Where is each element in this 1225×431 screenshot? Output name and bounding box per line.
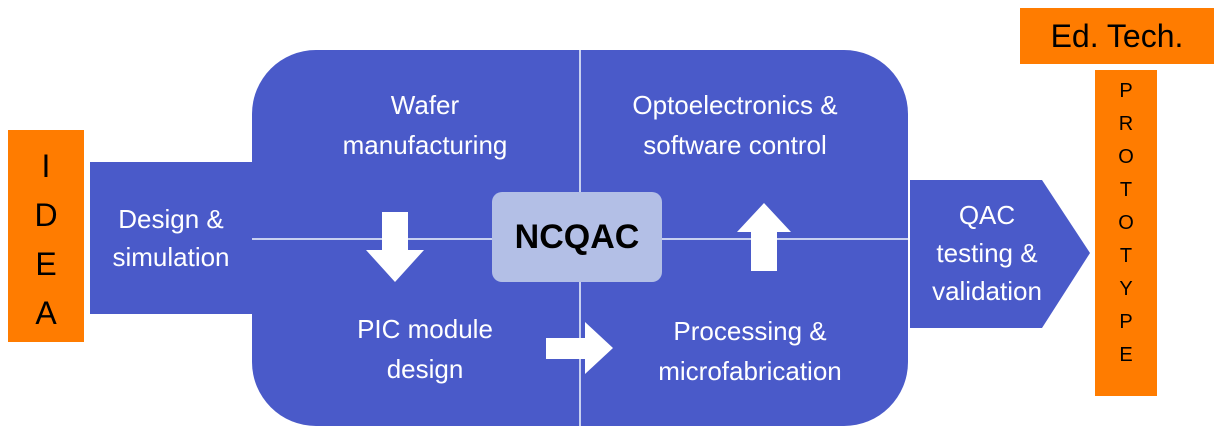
idea-letter: D bbox=[34, 197, 58, 233]
wafer-manufacturing-line-2: manufacturing bbox=[342, 130, 508, 160]
ncqac-box bbox=[492, 192, 662, 282]
optoelectronics-line-2: software control bbox=[643, 130, 827, 160]
ncqac-label: NCQAC bbox=[514, 218, 640, 256]
prototype-letter: Y bbox=[1119, 278, 1133, 300]
idea-letter: I bbox=[41, 148, 51, 184]
ed-tech-label: Ed. Tech. bbox=[1050, 18, 1184, 54]
qac-testing-line-3: validation bbox=[932, 276, 1042, 306]
pic-module-line-1: PIC module bbox=[357, 314, 493, 344]
prototype-letter: O bbox=[1118, 212, 1134, 234]
qac-pentagon bbox=[910, 180, 1090, 328]
prototype-box bbox=[1095, 70, 1157, 396]
idea-box bbox=[8, 130, 84, 342]
design-simulation-line-2: simulation bbox=[112, 242, 230, 272]
prototype-letter: T bbox=[1119, 245, 1133, 267]
prototype-letter: O bbox=[1118, 146, 1134, 168]
pic-module-line-2: design bbox=[386, 354, 464, 384]
processing-line-1: Processing & bbox=[673, 316, 827, 346]
arrow-down-icon bbox=[366, 212, 424, 282]
qac-testing-line-1: QAC bbox=[958, 200, 1016, 230]
wafer-manufacturing-line-1: Wafer bbox=[390, 90, 460, 120]
qac-testing-line-2: testing & bbox=[936, 238, 1038, 268]
prototype-letter: P bbox=[1119, 80, 1133, 102]
prototype-letter: R bbox=[1118, 113, 1134, 135]
idea-letter: A bbox=[35, 295, 57, 331]
prototype-letter: T bbox=[1119, 179, 1133, 201]
optoelectronics-line-1: Optoelectronics & bbox=[632, 90, 838, 120]
design-simulation-box bbox=[90, 162, 252, 314]
arrow-up-icon bbox=[737, 203, 791, 271]
ed-tech-box bbox=[1020, 8, 1214, 64]
idea-letter: E bbox=[35, 246, 57, 282]
processing-line-2: microfabrication bbox=[658, 356, 842, 386]
arrow-right-icon bbox=[546, 322, 613, 374]
prototype-letter: P bbox=[1119, 311, 1133, 333]
prototype-letter: E bbox=[1119, 344, 1133, 366]
design-simulation-line-1: Design & bbox=[118, 204, 224, 234]
